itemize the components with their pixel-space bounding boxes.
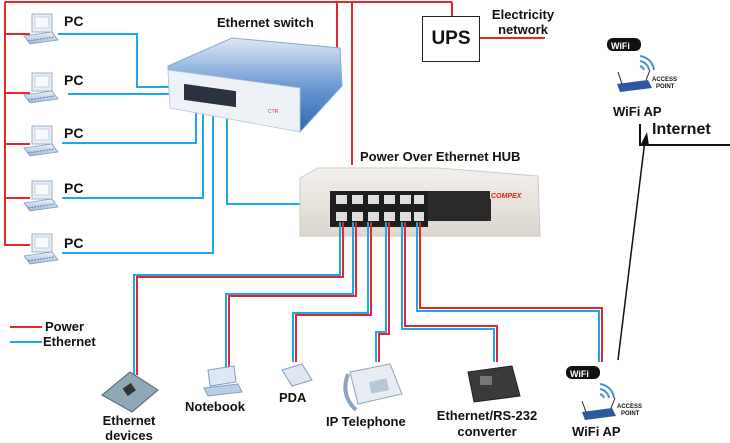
converter-label-2: converter bbox=[457, 424, 517, 439]
pc-label: PC bbox=[64, 72, 84, 88]
ups-box: UPS bbox=[422, 16, 480, 62]
hub-brand: COMPEX bbox=[491, 193, 523, 200]
legend-lines bbox=[10, 326, 42, 343]
internet-label: Internet bbox=[652, 121, 711, 138]
access-point-caption-bottom-2: POINT bbox=[621, 411, 640, 417]
access-point-caption-top-1: ACCESS bbox=[652, 77, 678, 83]
poe-hub-label: Power Over Ethernet HUB bbox=[360, 149, 521, 164]
rs232-converter-icon bbox=[467, 365, 521, 403]
wifi-ap-top-label: WiFi AP bbox=[613, 104, 662, 119]
ups-label: UPS bbox=[431, 28, 471, 49]
internet-arrow bbox=[617, 132, 649, 361]
ethernet-devices-label-2: devices bbox=[105, 428, 153, 443]
electricity-network-label-2: network bbox=[498, 22, 548, 37]
pc-label: PC bbox=[64, 180, 84, 196]
ethernet-switch-device: CTR bbox=[167, 37, 343, 133]
pc-icon bbox=[23, 125, 59, 157]
wifi-ap-bottom-icon bbox=[566, 366, 616, 420]
legend-ethernet-label: Ethernet bbox=[43, 334, 96, 349]
legend-power-label: Power bbox=[45, 319, 85, 334]
wifi-badge-bottom: WiFi bbox=[570, 369, 589, 379]
access-point-caption-top-2: POINT bbox=[656, 84, 675, 90]
pda-label: PDA bbox=[279, 390, 307, 405]
pc-icon bbox=[23, 180, 59, 212]
pc-icons bbox=[23, 13, 59, 265]
power-cabling-pcs bbox=[4, 1, 545, 246]
ip-telephone-icon bbox=[343, 363, 403, 412]
internet-bracket bbox=[639, 124, 730, 146]
pc-icon bbox=[23, 72, 59, 104]
pc-icon bbox=[23, 233, 59, 265]
notebook-label: Notebook bbox=[185, 399, 245, 414]
wifi-ap-bottom-label: WiFi AP bbox=[572, 424, 621, 439]
svg-text:CTR: CTR bbox=[268, 109, 279, 115]
ethernet-switch-label: Ethernet switch bbox=[217, 15, 314, 30]
pc-label: PC bbox=[64, 235, 84, 251]
pc-label: PC bbox=[64, 125, 84, 141]
ip-telephone-label: IP Telephone bbox=[326, 414, 406, 429]
pc-icon bbox=[23, 13, 59, 45]
access-point-caption-bottom-1: ACCESS bbox=[617, 404, 643, 410]
wifi-badge-top: WiFi bbox=[611, 41, 630, 51]
pda-icon bbox=[281, 363, 313, 387]
electricity-network-label-1: Electricity bbox=[491, 7, 555, 22]
poe-hub-device: COMPEX bbox=[299, 167, 541, 237]
pc-label: PC bbox=[64, 13, 84, 29]
notebook-icon bbox=[203, 365, 243, 397]
wifi-ap-top-icon bbox=[607, 38, 655, 92]
poe-cabling bbox=[133, 222, 603, 375]
ethernet-device-icon bbox=[101, 371, 159, 413]
ethernet-devices-label-1: Ethernet bbox=[102, 413, 156, 428]
converter-label-1: Ethernet/RS-232 bbox=[436, 408, 538, 423]
